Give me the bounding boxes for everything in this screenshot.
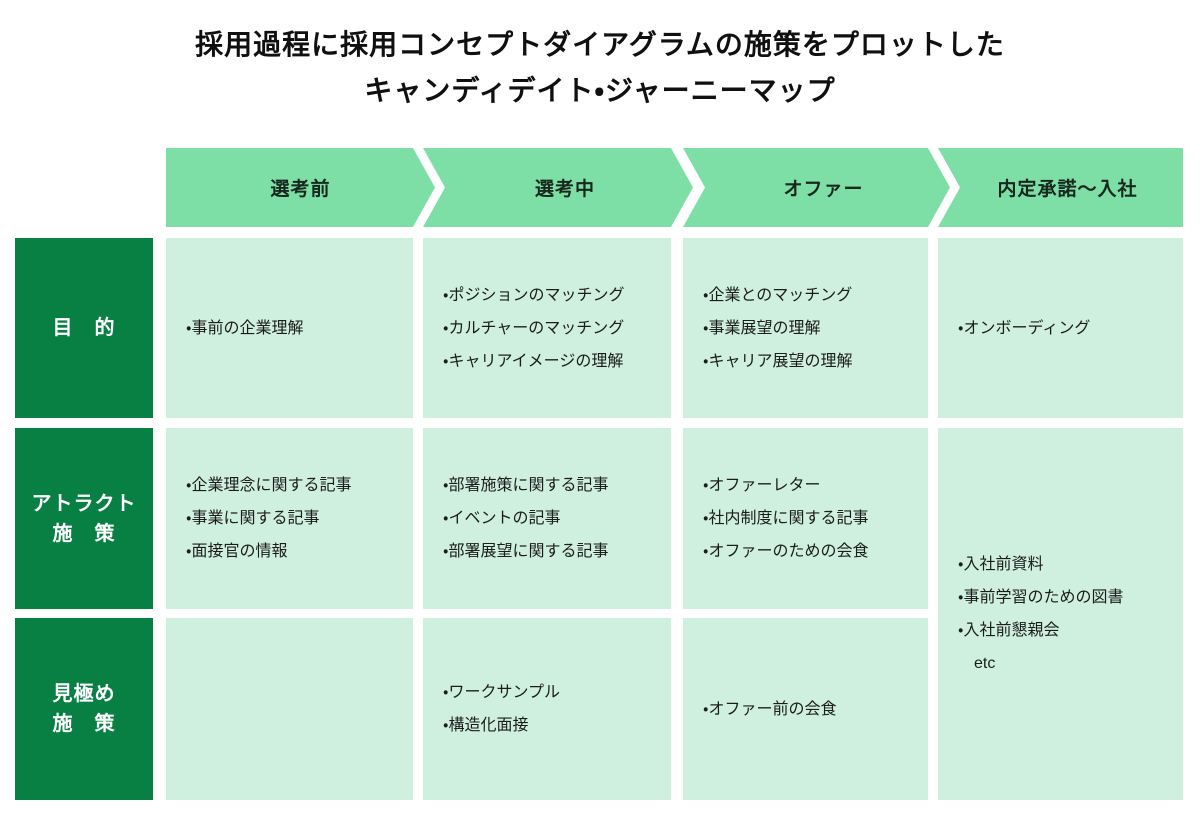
row-header-attract-measures: アトラクト 施 策 xyxy=(15,428,153,609)
page-title: 採用過程に採用コンセプトダイアグラムの施策をプロットした キャンディデイト・ジャ… xyxy=(0,22,1200,114)
cell-attract-pre-selection: ・企業理念に関する記事 ・事業に関する記事 ・面接官の情報 xyxy=(166,428,413,609)
stage-label: オファー xyxy=(783,179,864,200)
cell-purpose-acceptance: ・オンボーディング xyxy=(938,238,1183,418)
stage-header-acceptance-to-joining: 内定承諾～入社 xyxy=(938,148,1183,227)
row-header-purpose: 目 的 xyxy=(15,238,153,418)
stage-header-offer: オファー xyxy=(683,148,950,227)
row-header-assessment-measures: 見極め 施 策 xyxy=(15,618,153,800)
stage-label: 選考中 xyxy=(534,179,595,200)
stage-header-pre-selection: 選考前 xyxy=(166,148,435,227)
stage-label: 選考前 xyxy=(270,179,331,200)
cell-attract-in-selection: ・部署施策に関する記事 ・イベントの記事 ・部署展望に関する記事 xyxy=(423,428,671,609)
cell-attract-offer: ・オファーレター ・社内制度に関する記事 ・オファーのための会食 xyxy=(683,428,928,609)
cell-purpose-pre-selection: ・事前の企業理解 xyxy=(166,238,413,418)
stage-header-in-selection: 選考中 xyxy=(423,148,693,227)
cell-acceptance-merged: ・入社前資料 ・事前学習のための図書 ・入社前懇親会 etc xyxy=(938,428,1183,800)
cell-purpose-in-selection: ・ポジションのマッチング ・カルチャーのマッチング ・キャリアイメージの理解 xyxy=(423,238,671,418)
page-title-line1: 採用過程に採用コンセプトダイアグラムの施策をプロットした xyxy=(195,29,1005,60)
cell-assess-in-selection: ・ワークサンプル ・構造化面接 xyxy=(423,618,671,800)
cell-assess-offer: ・オファー前の会食 xyxy=(683,618,928,800)
cell-assess-pre-selection xyxy=(166,618,413,800)
page-title-line2: キャンディデイト・ジャーニーマップ xyxy=(364,75,836,106)
cell-purpose-offer: ・企業とのマッチング ・事業展望の理解 ・キャリア展望の理解 xyxy=(683,238,928,418)
stage-label: 内定承諾～入社 xyxy=(997,179,1138,200)
